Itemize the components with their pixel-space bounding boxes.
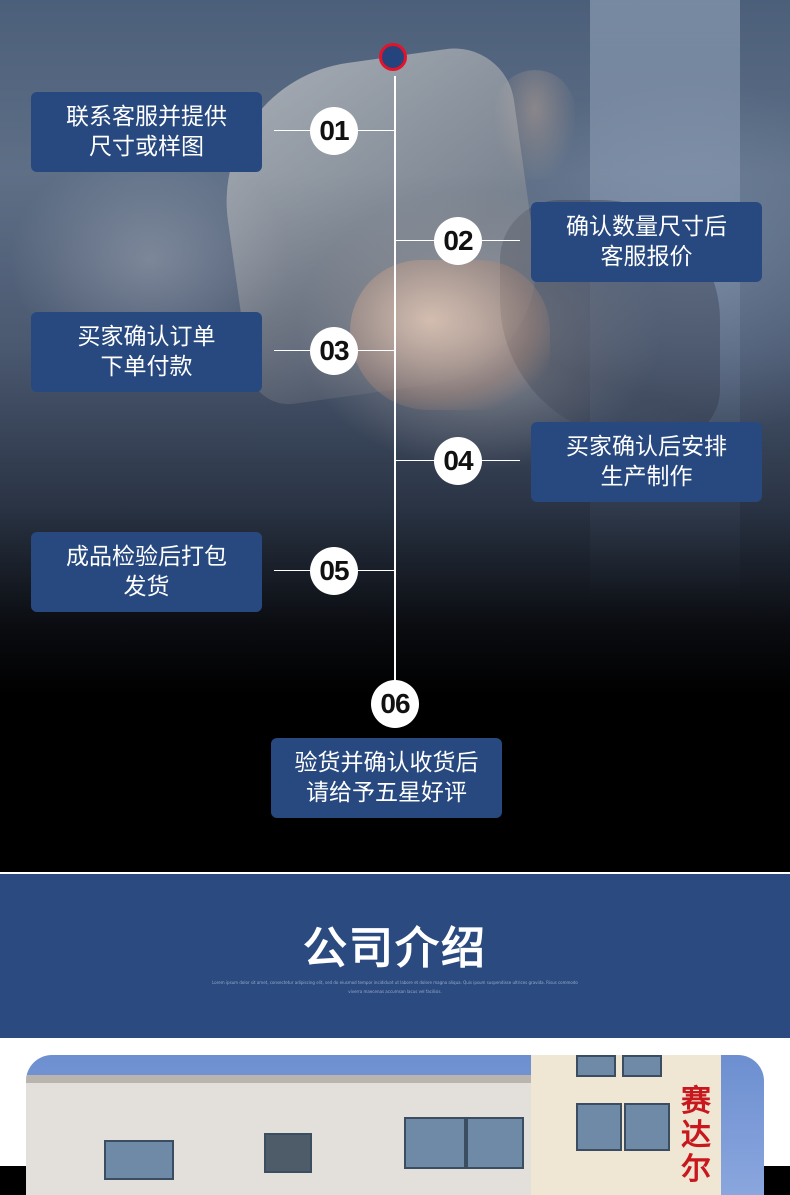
step-text-line: 联系客服并提供 [66, 104, 227, 130]
building-window [264, 1133, 312, 1173]
step-box-2: 确认数量尺寸后 客服报价 [531, 202, 762, 282]
building-window [576, 1103, 622, 1151]
building-window [624, 1103, 670, 1151]
step-text-line: 成品检验后打包 [66, 544, 227, 570]
step-text-line: 下单付款 [100, 354, 193, 380]
factory-sign: 赛达尔 [681, 1084, 711, 1187]
step-text-line: 请给予五星好评 [306, 780, 467, 806]
handshake-hands [350, 260, 550, 410]
building-window [404, 1117, 466, 1169]
step-text-line: 客服报价 [600, 244, 693, 270]
step-text-line: 生产制作 [600, 464, 693, 490]
building-window [576, 1055, 616, 1077]
step-number: 04 [434, 437, 482, 485]
step-box-5: 成品检验后打包 发货 [31, 532, 262, 612]
step-text-line: 发货 [123, 574, 170, 600]
step-number: 01 [310, 107, 358, 155]
step-text-line: 买家确认订单 [77, 324, 216, 350]
step-text-line: 确认数量尺寸后 [566, 214, 727, 240]
building-window [104, 1140, 174, 1180]
building-roofline [26, 1075, 546, 1083]
step-number: 05 [310, 547, 358, 595]
step-box-6: 验货并确认收货后 请给予五星好评 [271, 738, 502, 818]
step-number: 02 [434, 217, 482, 265]
timeline-vertical-line [394, 76, 396, 686]
step-text-line: 验货并确认收货后 [294, 750, 479, 776]
building-window [622, 1055, 662, 1077]
step-number: 03 [310, 327, 358, 375]
company-title: 公司介绍 [303, 923, 487, 974]
step-box-1: 联系客服并提供 尺寸或样图 [31, 92, 262, 172]
section-divider [0, 872, 790, 874]
company-subtitle: Lorem ipsum dolor sit amet, consectetur … [212, 980, 578, 994]
company-intro-band: 公司介绍 Lorem ipsum dolor sit amet, consect… [0, 874, 790, 1038]
step-text-line: 买家确认后安排 [566, 434, 727, 460]
step-box-3: 买家确认订单 下单付款 [31, 312, 262, 392]
step-number: 06 [371, 680, 419, 728]
step-box-4: 买家确认后安排 生产制作 [531, 422, 762, 502]
building-window [466, 1117, 524, 1169]
factory-photo: 赛达尔 [26, 1055, 764, 1195]
timeline-start-dot [379, 43, 407, 71]
step-text-line: 尺寸或样图 [89, 134, 204, 160]
handshake-hero-background: 01 联系客服并提供 尺寸或样图 02 确认数量尺寸后 客服报价 03 买家确认… [0, 0, 790, 870]
